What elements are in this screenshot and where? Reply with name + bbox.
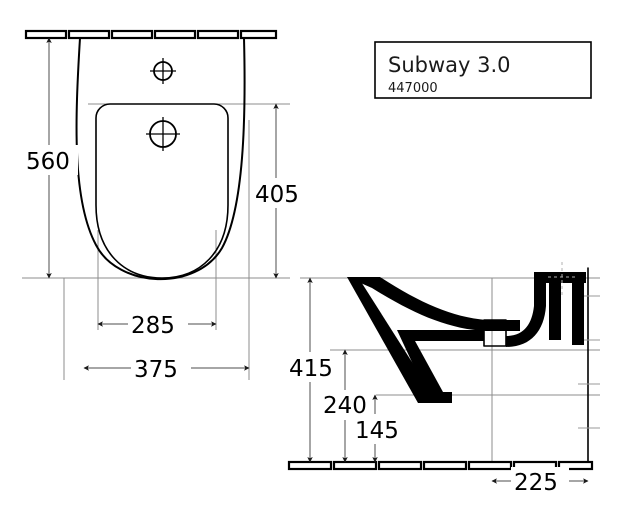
dimension-560: 560 bbox=[22, 37, 78, 279]
section-body-profile bbox=[347, 272, 586, 403]
dimension-375: 375 bbox=[83, 353, 250, 383]
product-code: 447000 bbox=[388, 81, 438, 96]
dimension-225-label: 225 bbox=[514, 470, 558, 496]
section-floor-symbol bbox=[287, 460, 594, 471]
dimension-415-label: 415 bbox=[289, 356, 333, 382]
plan-view: 560 405 285 375 bbox=[22, 29, 310, 383]
overflow-hole-marker bbox=[146, 117, 180, 151]
section-view: 415 240 145 225 bbox=[286, 262, 600, 496]
section-fixing-centermark bbox=[548, 262, 578, 296]
dimension-225: 225 bbox=[491, 467, 589, 496]
dimension-145: 145 bbox=[352, 394, 408, 463]
dimension-560-label: 560 bbox=[26, 149, 70, 175]
dimension-240: 240 bbox=[320, 349, 376, 463]
tap-hole-marker bbox=[150, 58, 176, 84]
dimension-285-label: 285 bbox=[131, 313, 175, 339]
dimension-145-label: 145 bbox=[355, 418, 399, 444]
dimension-415: 415 bbox=[286, 277, 342, 463]
dimension-375-label: 375 bbox=[134, 357, 178, 383]
dimension-405-label: 405 bbox=[255, 182, 299, 208]
plan-wall-symbol bbox=[24, 29, 278, 40]
dimension-285: 285 bbox=[97, 310, 217, 339]
product-name: Subway 3.0 bbox=[388, 53, 511, 77]
title-block: Subway 3.0 447000 bbox=[374, 41, 592, 99]
plan-inner-bowl bbox=[95, 103, 229, 279]
dimension-405: 405 bbox=[252, 103, 310, 279]
